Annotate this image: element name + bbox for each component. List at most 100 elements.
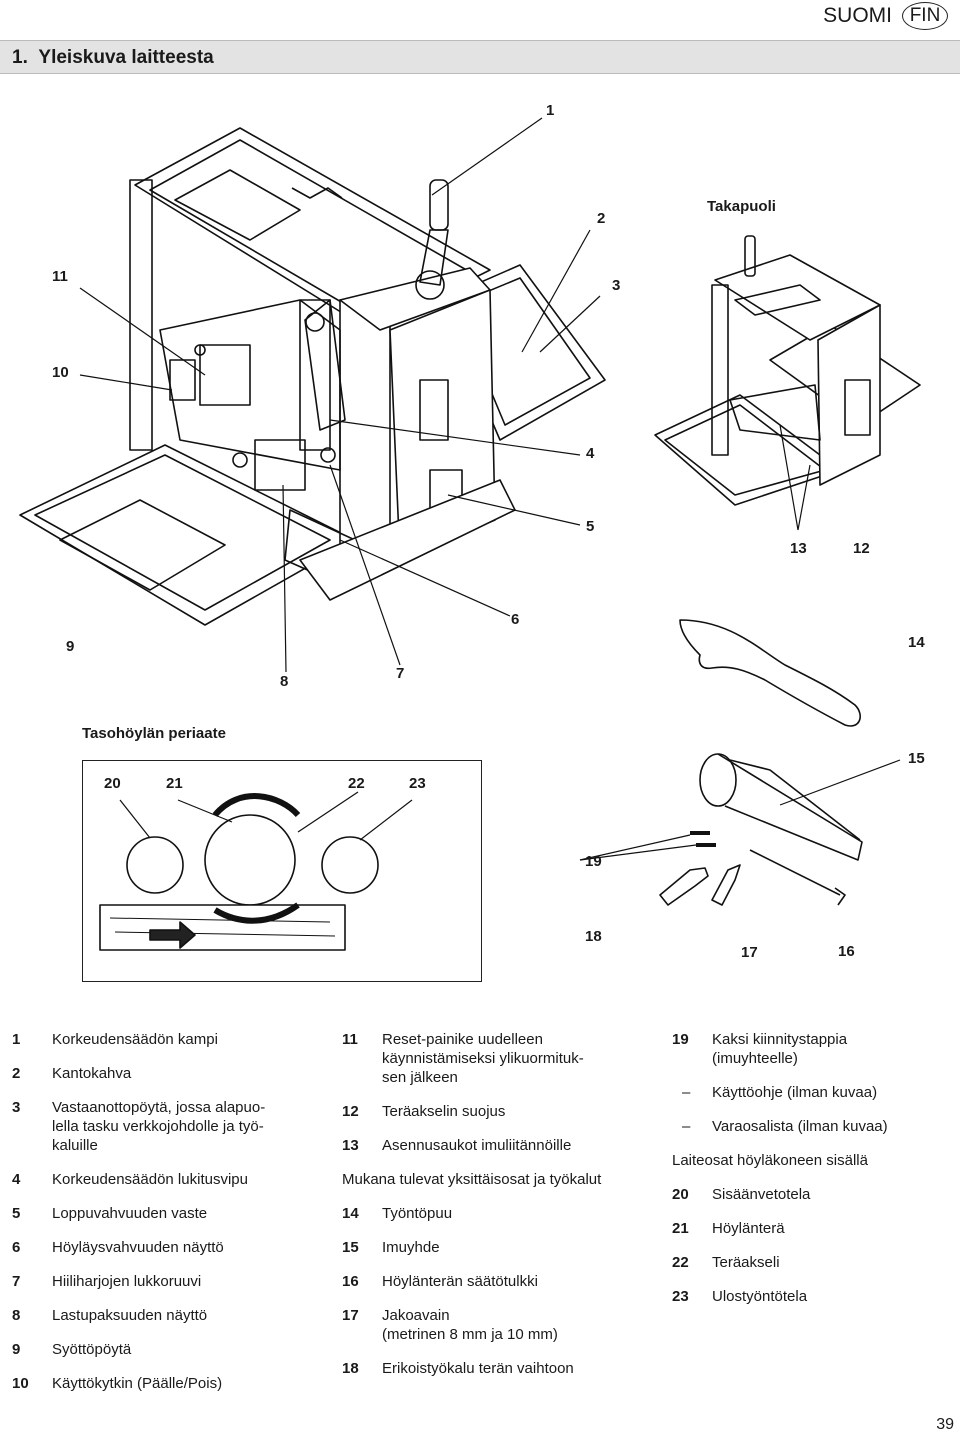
planer-illustration: [19, 117, 921, 951]
legend-item: 13 Asennusaukot imuliitännöille: [342, 1136, 642, 1155]
legend-number: 21: [672, 1220, 689, 1237]
legend-item: 16 Höylänterän säätötulkki: [342, 1272, 642, 1291]
callout-10: 10: [52, 364, 69, 381]
callout-17: 17: [741, 944, 758, 961]
legend-number: 9: [12, 1341, 21, 1358]
legend-number: 17: [342, 1307, 359, 1324]
legend-item: 20 Sisäänvetotela: [672, 1185, 957, 1204]
legend-text: Ulostyöntötela: [712, 1288, 808, 1305]
legend-text: Höylänterä: [712, 1220, 785, 1237]
legend-dash: –: [682, 1084, 691, 1101]
legend-text: Syöttöpöytä: [52, 1341, 132, 1358]
legend-number: 2: [12, 1065, 21, 1082]
legend-dash: –: [682, 1118, 691, 1135]
callout-14: 14: [908, 634, 925, 651]
legend-item: 18 Erikoistyökalu terän vaihtoon: [342, 1359, 642, 1378]
legend-text: Jakoavain (metrinen 8 mm ja 10 mm): [382, 1307, 558, 1343]
section-title: 1. Yleiskuva laitteesta: [12, 47, 214, 68]
legend-text: Käyttökytkin (Päälle/Pois): [52, 1375, 223, 1392]
legend-number: 10: [12, 1375, 29, 1392]
legend-number: 3: [12, 1099, 21, 1116]
legend-number: 19: [672, 1031, 689, 1048]
language-badge: FIN: [902, 2, 948, 30]
legend-dash-item: – Käyttöohje (ilman kuvaa): [672, 1083, 957, 1102]
page-number: 39: [936, 1416, 954, 1433]
rear-view-caption: Takapuoli: [707, 198, 776, 215]
legend-number: 11: [342, 1031, 358, 1048]
legend-number: 16: [342, 1273, 359, 1290]
callout-13: 13: [790, 540, 807, 557]
legend-text: Erikoistyökalu terän vaihtoon: [382, 1360, 574, 1377]
callout-7: 7: [396, 665, 405, 682]
legend-heading-included: Mukana tulevat yksittäisosat ja työkalut: [342, 1171, 602, 1188]
height-crank: [415, 179, 449, 300]
legend-text: Lastupaksuuden näyttö: [52, 1307, 208, 1324]
legend-dash-item: –Varaosalista (ilman kuvaa): [672, 1117, 957, 1136]
legend-item: 22 Teräakseli: [672, 1253, 957, 1272]
legend-number: 20: [672, 1186, 689, 1203]
callout-21: 21: [166, 775, 183, 792]
legend-text: Asennusaukot imuliitännöille: [382, 1137, 572, 1154]
legend-text: Loppuvahvuuden vaste: [52, 1205, 208, 1222]
language-indicator: SUOMI FIN: [823, 2, 948, 30]
legend-number: 15: [342, 1239, 359, 1256]
legend-text: Höyläysvahvuuden näyttö: [52, 1239, 224, 1256]
legend-number: 13: [342, 1137, 359, 1154]
legend-text: Reset-painike uudelleen käynnistämiseksi…: [382, 1031, 584, 1086]
principle-box: [82, 760, 482, 982]
legend-text: Teräakseli: [712, 1254, 780, 1271]
legend-text: Työntöpuu: [382, 1205, 453, 1222]
legend-number: 18: [342, 1360, 359, 1377]
legend-number: 22: [672, 1254, 689, 1271]
callout-16: 16: [838, 943, 855, 960]
legend-text: Korkeudensäädön lukitusvipu: [52, 1171, 248, 1188]
principle-caption: Tasohöylän periaate: [82, 725, 226, 742]
legend-text: Käyttöohje (ilman kuvaa): [712, 1084, 878, 1101]
principle-diagram: [99, 791, 413, 951]
legend-item: 4 Korkeudensäädön lukitusvipu: [12, 1170, 312, 1189]
legend-item: 1 Korkeudensäädön kampi: [12, 1030, 312, 1049]
section-bar: [0, 40, 960, 74]
dust-adapter: [699, 753, 863, 861]
legend-item: 21 Höylänterä: [672, 1219, 957, 1238]
push-stick: [679, 619, 861, 727]
legend-item: 11 Reset-painike uudelleen käynnistämisek…: [342, 1030, 642, 1087]
callout-20: 20: [104, 775, 121, 792]
language-label: SUOMI: [823, 4, 892, 27]
callout-23: 23: [409, 775, 426, 792]
legend-text: Korkeudensäädön kampi: [52, 1031, 218, 1048]
callout-22: 22: [348, 775, 365, 792]
legend-item: 9 Syöttöpöytä: [12, 1340, 312, 1359]
callout-6: 6: [511, 611, 520, 628]
legend-item: 14 Työntöpuu: [342, 1204, 642, 1223]
callout-5: 5: [586, 518, 595, 535]
callout-2: 2: [597, 210, 606, 227]
legend-number: 8: [12, 1307, 21, 1324]
legend-number: 4: [12, 1171, 21, 1188]
callout-3: 3: [612, 277, 621, 294]
callout-15: 15: [908, 750, 925, 767]
planer-body: [129, 127, 496, 581]
legend-text: Imuyhde: [382, 1239, 440, 1256]
legend-number: 14: [342, 1205, 359, 1222]
legend-item: 15 Imuyhde: [342, 1238, 642, 1257]
legend-text: Vastaanottopöytä, jossa alapuo- lella ta…: [52, 1099, 266, 1154]
legend-text: Höylänterän säätötulkki: [382, 1273, 538, 1290]
legend-text: Hiiliharjojen lukkoruuvi: [52, 1273, 202, 1290]
legend-number: 12: [342, 1103, 359, 1120]
rear-view-machine: [654, 235, 921, 506]
legend-number: 23: [672, 1288, 689, 1305]
callout-8: 8: [280, 673, 289, 690]
callout-12: 12: [853, 540, 870, 557]
legend-item: 8 Lastupaksuuden näyttö: [12, 1306, 312, 1325]
legend-item: 23 Ulostyöntötela: [672, 1287, 957, 1306]
legend-number: 1: [12, 1031, 21, 1048]
legend-text: Sisäänvetotela: [712, 1186, 811, 1203]
callout-4: 4: [586, 445, 595, 462]
